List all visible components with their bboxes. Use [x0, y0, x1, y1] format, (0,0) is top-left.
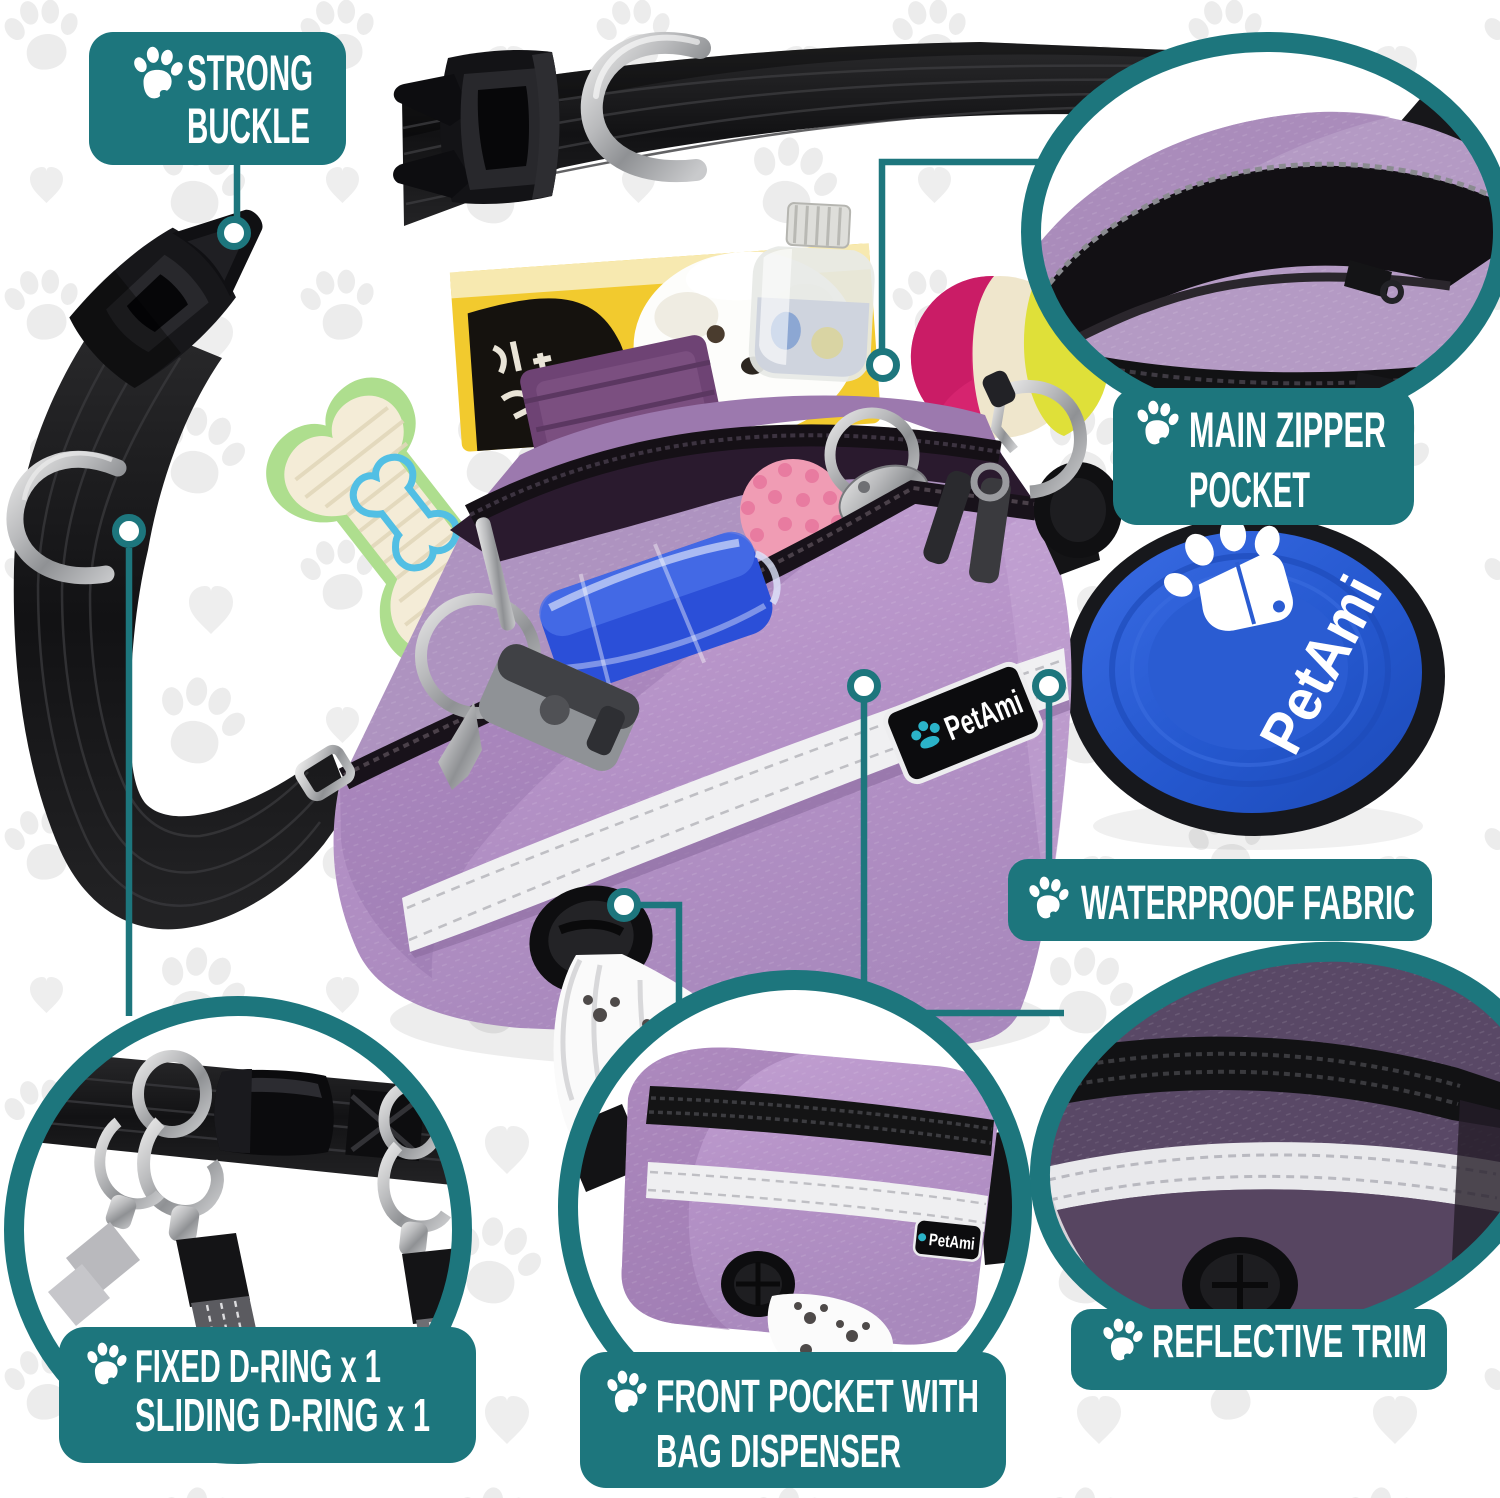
svg-text:FIXED D-RING x 1: FIXED D-RING x 1: [135, 1340, 381, 1392]
svg-text:STRONG: STRONG: [187, 45, 313, 101]
svg-text:FRONT POCKET WITH: FRONT POCKET WITH: [656, 1370, 979, 1422]
svg-text:BAG DISPENSER: BAG DISPENSER: [656, 1425, 901, 1477]
svg-text:SLIDING D-RING x 1: SLIDING D-RING x 1: [135, 1389, 430, 1441]
svg-text:PetAmi: PetAmi: [928, 1230, 976, 1254]
svg-text:WATERPROOF FABRIC: WATERPROOF FABRIC: [1081, 877, 1415, 930]
svg-text:MAIN ZIPPER: MAIN ZIPPER: [1189, 402, 1386, 458]
svg-text:BUCKLE: BUCKLE: [187, 98, 310, 154]
svg-text:REFLECTIVE TRIM: REFLECTIVE TRIM: [1152, 1315, 1427, 1367]
svg-text:POCKET: POCKET: [1189, 462, 1310, 518]
